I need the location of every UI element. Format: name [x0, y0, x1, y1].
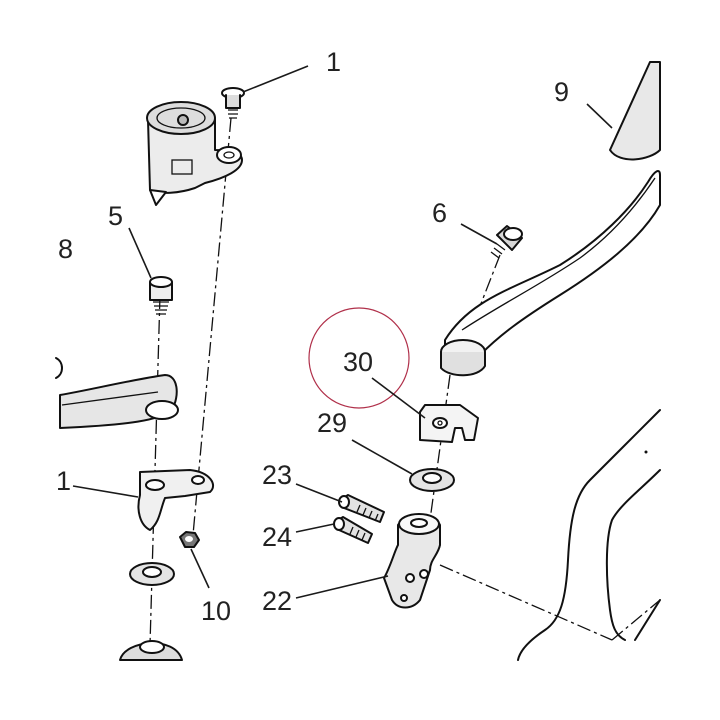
callout-8: 8 [58, 234, 73, 264]
callout-labels: 1 9 5 8 6 30 29 1 23 24 22 10 [56, 47, 569, 626]
callout-24: 24 [262, 522, 292, 552]
body-contour-right [517, 409, 661, 661]
lever-9 [440, 61, 661, 377]
reservoir-assembly [146, 101, 243, 206]
callout-6: 6 [432, 198, 447, 228]
bolt-23 [338, 494, 385, 523]
callout-29: 29 [317, 408, 347, 438]
screw-top [221, 87, 245, 119]
mount-block-22 [383, 513, 441, 609]
lower-housing-left [119, 640, 183, 661]
bolt-6 [490, 225, 523, 259]
mount-plate-1 [137, 469, 215, 531]
washer-left [129, 562, 175, 586]
callout-22: 22 [262, 586, 292, 616]
clip-30 [419, 404, 479, 443]
washer-29 [409, 468, 455, 492]
callout-1-top: 1 [326, 47, 341, 77]
callout-23: 23 [262, 460, 292, 490]
left-lever-bracket [55, 357, 179, 429]
callout-30: 30 [343, 347, 373, 377]
highlight-circle-30 [308, 307, 410, 409]
leader-lines [72, 65, 613, 599]
bolt-24 [333, 516, 373, 544]
callout-1-left: 1 [56, 466, 71, 496]
callout-10: 10 [201, 596, 231, 626]
callout-9: 9 [554, 77, 569, 107]
bolt-5 [149, 276, 173, 315]
callout-5: 5 [108, 201, 123, 231]
nut-10 [179, 531, 200, 548]
